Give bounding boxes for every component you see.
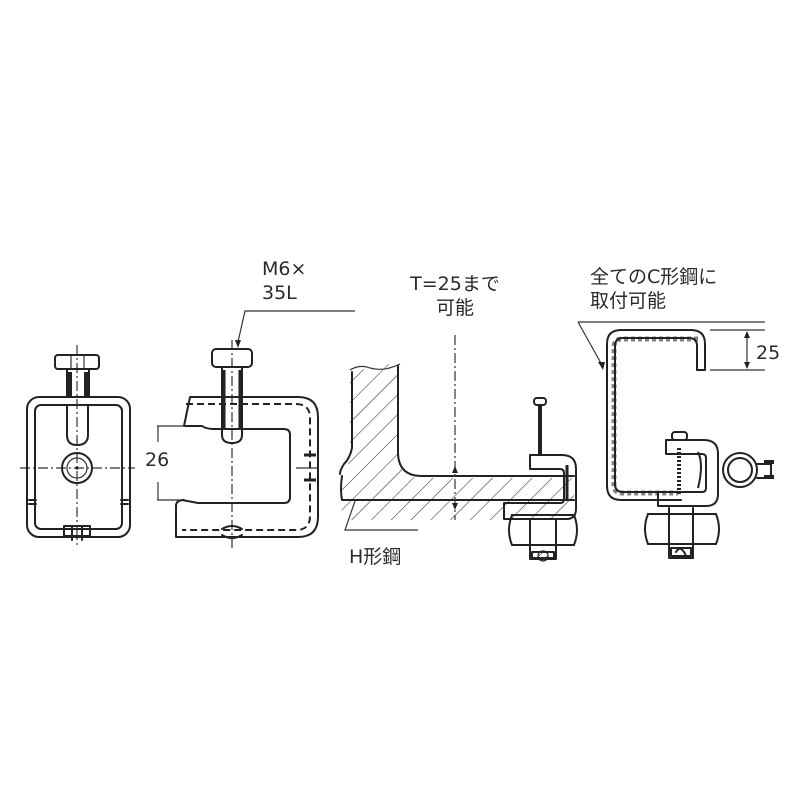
h-beam-mount xyxy=(339,335,578,562)
thickness-label-line2: 可能 xyxy=(435,297,474,319)
bolt-spec-label-line2: 35L xyxy=(262,282,297,304)
c-channel-label-line2: 取付可能 xyxy=(590,290,667,312)
h-beam-label: H形鋼 xyxy=(349,546,402,568)
front-view xyxy=(20,345,135,545)
thickness-label-line1: T=25まで xyxy=(410,273,500,295)
bolt-spec-label-line1: M6× xyxy=(262,258,307,280)
dimension-lip-label: 25 xyxy=(756,342,781,364)
side-view xyxy=(157,310,355,550)
c-channel-mount xyxy=(577,321,774,559)
dimension-opening-label: 26 xyxy=(145,449,170,471)
c-channel-label-line1: 全てのC形鋼に xyxy=(590,266,718,288)
